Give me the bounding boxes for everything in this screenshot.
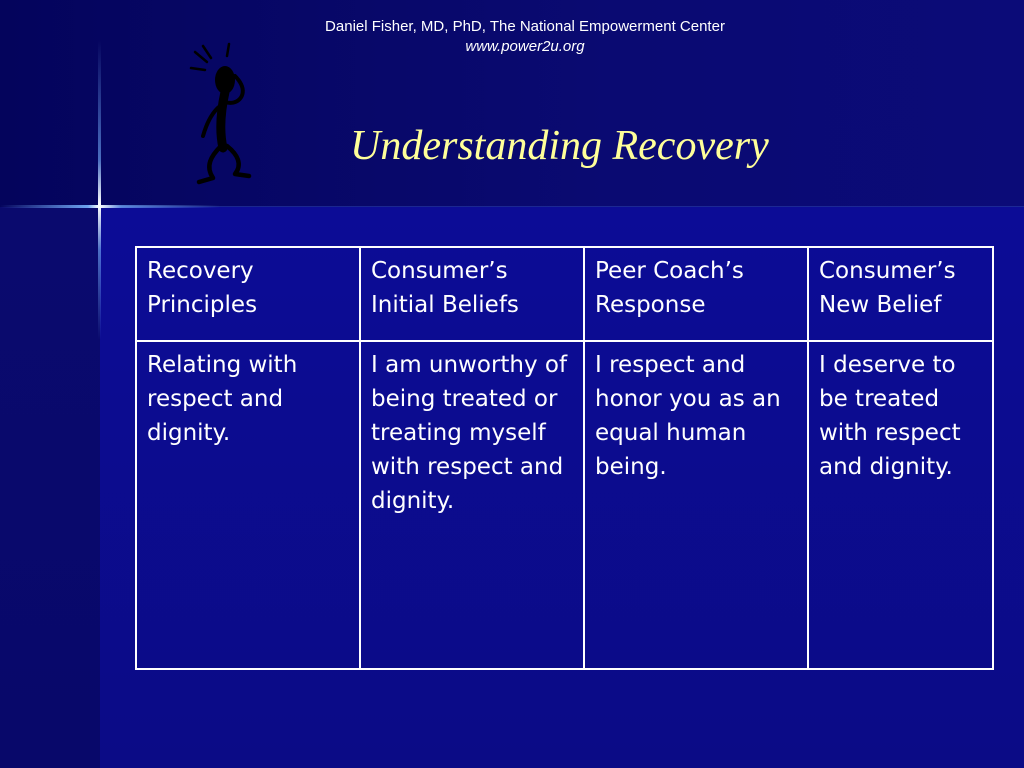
recovery-table: Recovery Principles Consumer’s Initial B… (135, 246, 994, 670)
table-cell: I am unworthy of being treated or treati… (359, 340, 585, 670)
stick-figure-thinking-icon (185, 40, 265, 190)
table-cell: Relating with respect and dignity. (135, 340, 361, 670)
background-top (0, 0, 1024, 207)
sparkle-vertical (98, 40, 101, 340)
divider-line (100, 206, 1024, 207)
table-row: Relating with respect and dignity. I am … (135, 340, 994, 670)
column-header-new-belief: Consumer’s New Belief (807, 246, 994, 342)
website-url: www.power2u.org (465, 38, 585, 55)
sparkle-horizontal (0, 205, 220, 208)
background-left (0, 207, 100, 768)
table-cell: I deserve to be treated with respect and… (807, 340, 994, 670)
author-line: Daniel Fisher, MD, PhD, The National Emp… (325, 18, 725, 35)
slide-title: Understanding Recovery (350, 123, 769, 169)
slide-header: Daniel Fisher, MD, PhD, The National Emp… (0, 17, 1024, 57)
column-header-initial-beliefs: Consumer’s Initial Beliefs (359, 246, 585, 342)
table-header-row: Recovery Principles Consumer’s Initial B… (135, 246, 994, 342)
column-header-recovery-principles: Recovery Principles (135, 246, 361, 342)
table-cell: I respect and honor you as an equal huma… (583, 340, 809, 670)
column-header-peer-coach-response: Peer Coach’s Response (583, 246, 809, 342)
